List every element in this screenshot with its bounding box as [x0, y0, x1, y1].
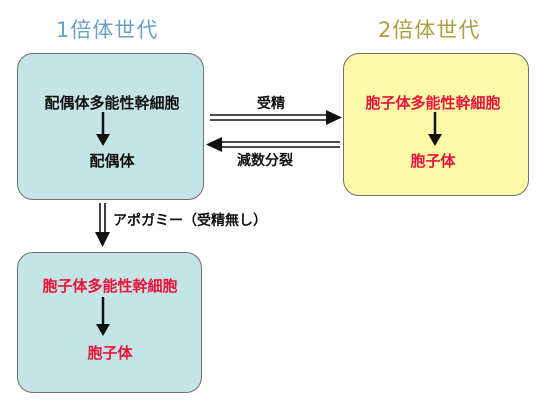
- sporophyte-stem-cell-label-diploid: 胞子体多能性幹細胞: [365, 94, 501, 112]
- fertilization-label: 受精: [257, 96, 285, 112]
- sporophyte-box-apogamy: [17, 252, 202, 393]
- diploid-generation-title: 2倍体世代: [378, 18, 481, 42]
- gametophyte-box: [17, 53, 204, 200]
- gametophyte-stem-cell-label: 配偶体多能性幹細胞: [44, 94, 180, 112]
- apogamy-label: アポガミー（受精無し）: [113, 213, 267, 229]
- arrow-down-sporophyte-apogamy: [96, 297, 110, 336]
- haploid-generation-title: 1倍体世代: [56, 18, 159, 42]
- arrow-down-gametophyte: [96, 112, 110, 146]
- sporophyte-stem-cell-label-apogamy: 胞子体多能性幹細胞: [42, 277, 178, 295]
- meiosis-label: 減数分裂: [237, 153, 293, 169]
- sporophyte-label-apogamy: 胞子体: [87, 344, 133, 362]
- meiosis-arrow: [206, 137, 340, 152]
- sporophyte-label-diploid: 胞子体: [410, 152, 456, 170]
- apogamy-arrow: [95, 203, 110, 247]
- gametophyte-label: 配偶体: [89, 152, 135, 170]
- arrow-down-sporophyte-diploid: [428, 112, 442, 146]
- fertilization-arrow: [210, 110, 342, 125]
